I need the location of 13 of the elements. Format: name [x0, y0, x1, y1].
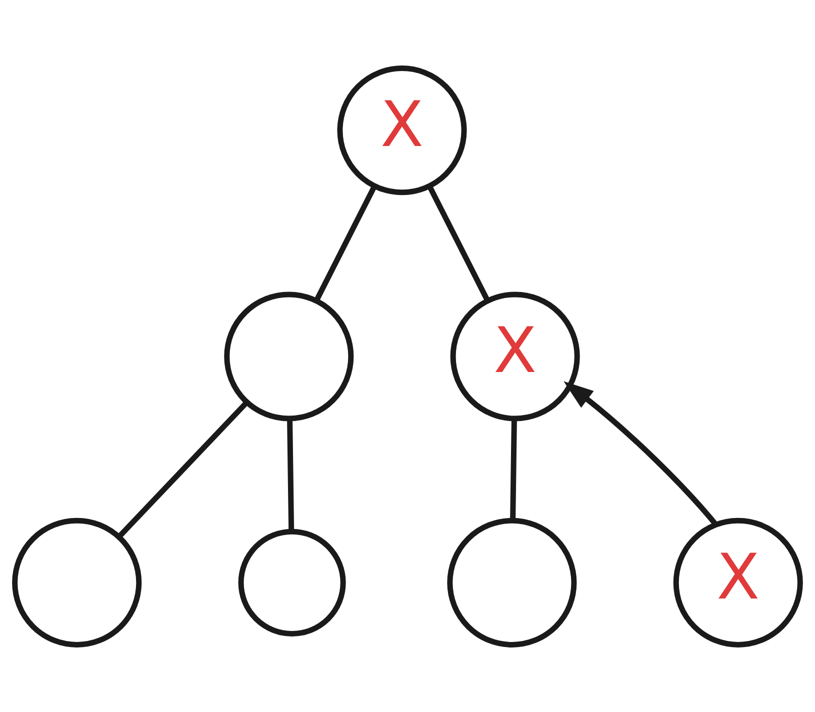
connector: [510, 418, 517, 520]
node-circle: [238, 528, 346, 636]
node-circle: X: [673, 517, 803, 647]
connector: [314, 184, 377, 301]
arrow: [564, 380, 718, 526]
node-circle: [447, 517, 577, 647]
connector: [427, 184, 490, 301]
node-circle: [12, 517, 142, 647]
node-circle: X: [337, 65, 467, 195]
connector: [117, 400, 249, 538]
node-circle: X: [450, 291, 580, 421]
node-circle: [224, 291, 354, 421]
connector: [287, 418, 294, 532]
